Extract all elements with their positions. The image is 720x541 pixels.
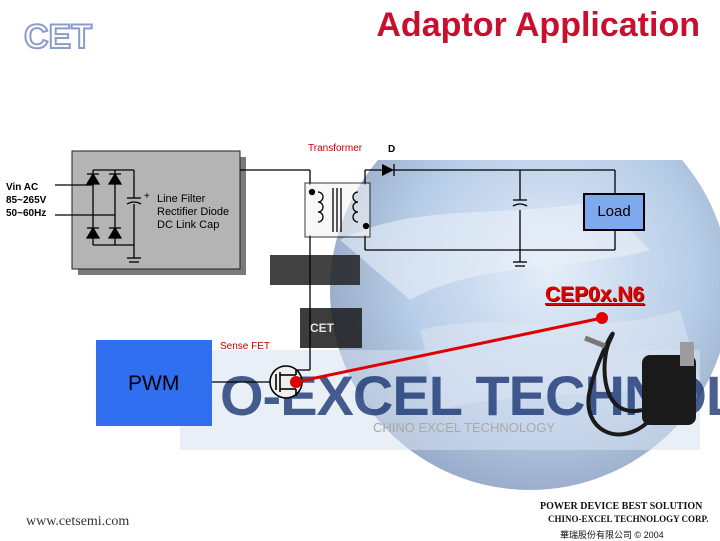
company-name: CHINO-EXCEL TECHNOLOGY CORP. — [548, 514, 709, 524]
watermark-company-text: CHINO EXCEL TECHNOLOGY — [373, 420, 556, 435]
slide-title: Adaptor Application — [376, 6, 700, 44]
watermark-technology-text: O-EXCEL TECHNOLOGY — [220, 364, 720, 427]
website-link[interactable]: www.cetsemi.com — [26, 514, 130, 529]
wiring — [212, 169, 616, 383]
cap-plus-sign: + — [144, 191, 150, 202]
sense-fet-label: Sense FET — [220, 341, 271, 352]
transformer-label: Transformer — [308, 143, 363, 154]
cet-logo: CET — [24, 17, 93, 56]
diode-label: D — [388, 144, 396, 155]
input-spec-line: Vin AC — [6, 182, 39, 193]
svg-text:CET: CET — [310, 321, 335, 335]
pwm-controller-box — [96, 340, 212, 426]
input-spec: Vin AC 85~265V 50~60Hz — [6, 181, 46, 220]
input-spec-line: 85~265V — [6, 195, 47, 206]
transformer — [304, 182, 371, 238]
filter-line: Rectifier Diode — [157, 206, 230, 218]
logo-text: CET — [24, 18, 92, 56]
output-diode — [382, 164, 395, 176]
input-spec-line: 50~60Hz — [6, 208, 47, 219]
part-number-label: CEP0x.N6 — [545, 283, 645, 306]
tagline: POWER DEVICE BEST SOLUTION — [540, 501, 703, 512]
filter-description: Line Filter Rectifier Diode DC Link Cap — [157, 193, 229, 232]
adapter-photo — [584, 331, 696, 437]
part-pointer — [290, 312, 608, 388]
company-name-cjk: 華瑞股份有限公司 © 2004 — [560, 530, 664, 540]
pwm-label: PWM — [128, 372, 180, 395]
filter-line: Line Filter — [157, 193, 206, 205]
rectifier-panel — [71, 150, 241, 270]
load-box: Load — [583, 193, 645, 231]
bridge-rectifier — [55, 169, 142, 263]
filter-line: DC Link Cap — [157, 219, 220, 231]
